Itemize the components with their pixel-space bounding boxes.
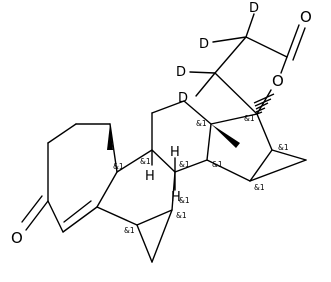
lactone-ring-oxygen: O bbox=[272, 72, 284, 90]
hydrogen-label-3: H bbox=[171, 190, 181, 205]
lactone-ring-bonds bbox=[214, 24, 306, 115]
ring-b-bonds bbox=[96, 149, 176, 263]
hydrogen-label-1: H bbox=[170, 145, 180, 160]
c17-hash-wedge bbox=[253, 93, 275, 115]
ketone-oxygen: O bbox=[11, 229, 23, 247]
stereo-label: &1 bbox=[244, 114, 255, 123]
deuterium-label-1: D bbox=[249, 1, 259, 16]
stereo-label: &1 bbox=[212, 160, 223, 169]
hydrogen-label-2: H bbox=[145, 169, 155, 184]
stereo-label: &1 bbox=[113, 162, 124, 171]
deuterium-label-3: D bbox=[176, 65, 186, 80]
deuterium-bonds bbox=[189, 13, 255, 97]
stereo-label: &1 bbox=[140, 157, 151, 166]
lactone-carbonyl-oxygen: O bbox=[300, 8, 312, 26]
stereo-label: &1 bbox=[254, 183, 265, 192]
stereo-label: &1 bbox=[179, 196, 190, 205]
c10-methyl-wedge bbox=[107, 124, 113, 150]
ring-c-bonds bbox=[151, 100, 212, 173]
ring-d-bonds bbox=[206, 113, 307, 182]
ring-a-bonds bbox=[21, 123, 118, 233]
stereo-label: &1 bbox=[196, 119, 207, 128]
c13-methyl-wedge bbox=[211, 124, 240, 148]
deuterium-label-4: D bbox=[178, 91, 188, 106]
stereo-label: &1 bbox=[124, 226, 135, 235]
deuterium-label-2: D bbox=[199, 37, 209, 52]
stereo-label: &1 bbox=[179, 160, 190, 169]
stereo-label: &1 bbox=[176, 211, 187, 220]
stereo-label: &1 bbox=[278, 143, 289, 152]
stereo-labels: &1 &1 &1 &1 &1 &1 &1 &1 &1 &1 &1 bbox=[113, 114, 289, 235]
stereo-hydrogen-bonds bbox=[151, 149, 176, 191]
